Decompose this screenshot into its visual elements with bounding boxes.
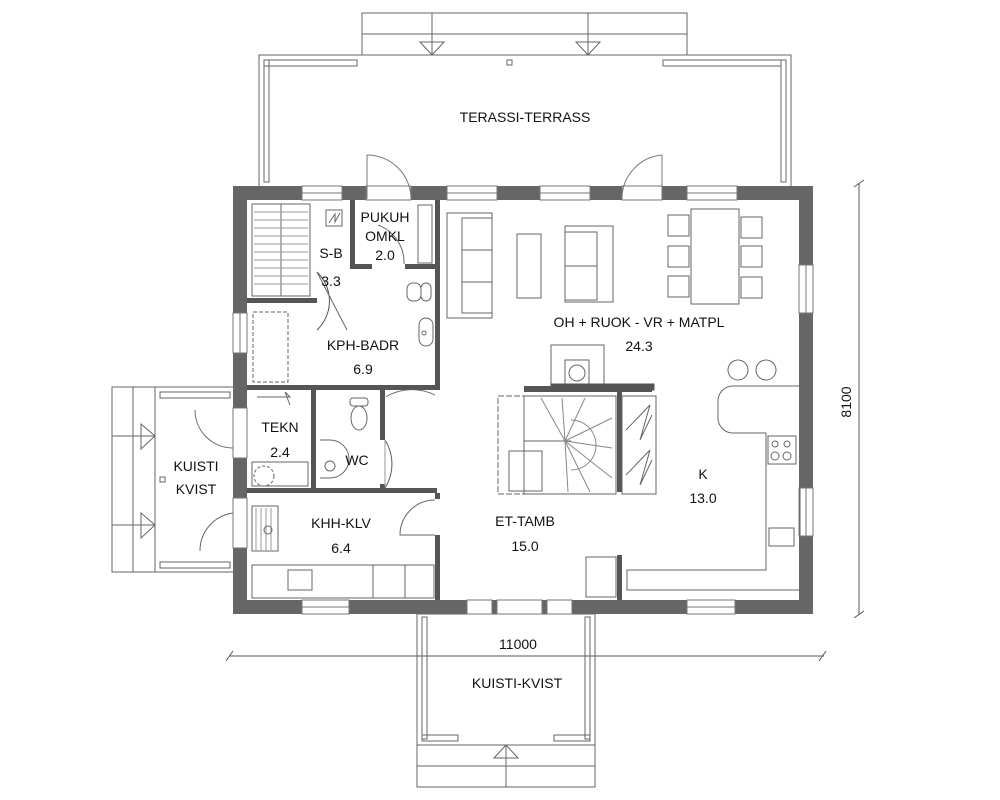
room-sb-name: S-B (319, 245, 343, 261)
room-pukuh-name-sv: OMKL (365, 228, 405, 244)
room-wc-name: WC (345, 452, 369, 468)
room-kph-name: KPH-BADR (326, 337, 400, 353)
side-porch-outline (111, 386, 235, 573)
room-et-area: 15.0 (511, 538, 539, 554)
dimension-depth: 8100 (838, 386, 854, 418)
room-pukuh-area: 2.0 (375, 247, 395, 263)
fireplace-hatch (550, 383, 655, 391)
dimension-lines (225, 179, 865, 662)
room-living-name: OH + RUOK - VR + MATPL (553, 314, 725, 330)
room-tekn-area: 2.4 (270, 444, 290, 460)
side-porch-label-sv: KVIST (175, 481, 217, 497)
room-sb-area: 3.3 (321, 273, 341, 289)
room-khh-area: 6.4 (331, 540, 351, 556)
room-pukuh-name-fi: PUKUH (360, 209, 410, 225)
fixtures (251, 203, 801, 599)
room-kitchen-name: K (698, 466, 708, 482)
dimension-width: 11000 (499, 636, 537, 652)
room-khh-name: KHH-KLV (311, 515, 371, 531)
side-porch-label-fi: KUISTI (173, 458, 219, 474)
room-tekn-name: TEKN (261, 419, 299, 435)
room-kph-area: 6.9 (353, 361, 373, 377)
terrace-steps (361, 12, 688, 56)
room-living-area: 24.3 (625, 338, 653, 354)
room-et-name: ET-TAMB (495, 513, 555, 529)
terrace-label: TERASSI-TERRASS (459, 109, 591, 125)
room-kitchen-area: 13.0 (689, 490, 717, 506)
front-porch-label: KUISTI-KVIST (471, 675, 563, 691)
terrace-outline (258, 54, 792, 186)
